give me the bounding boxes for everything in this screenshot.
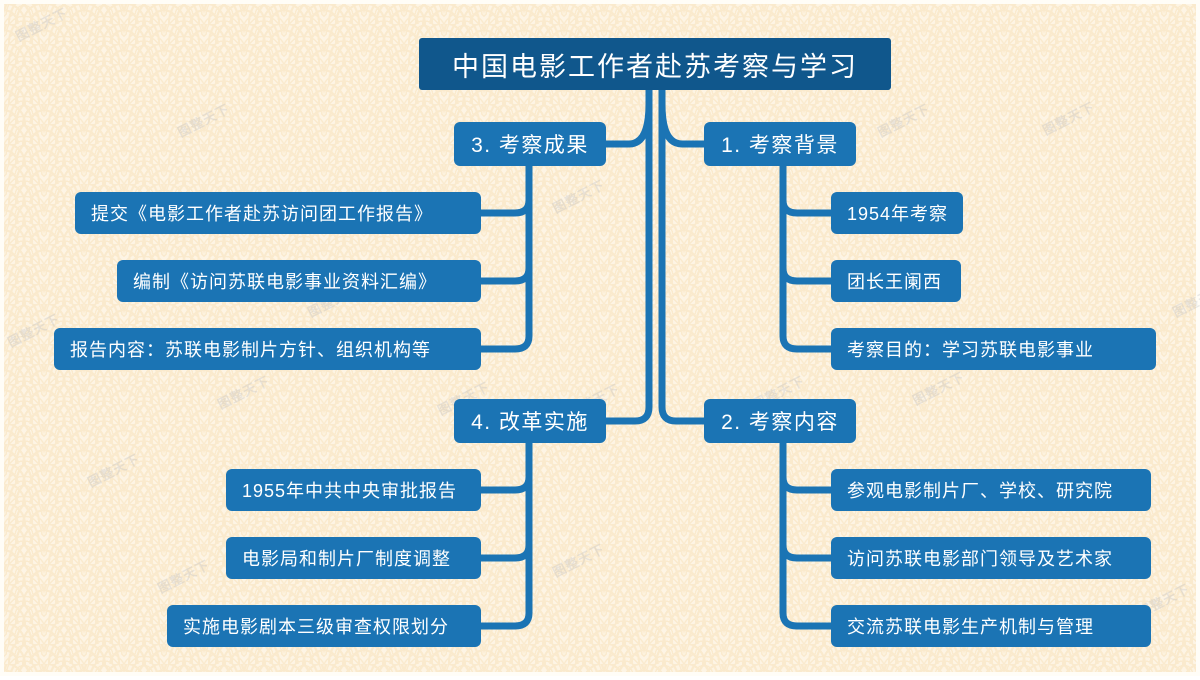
link-root-branch1 bbox=[658, 100, 708, 148]
link-b4-leaf1 bbox=[477, 473, 533, 494]
leaf-node-2-2-label: 访问苏联电影部门领导及艺术家 bbox=[847, 549, 1113, 569]
watermark-1: 图整天下 bbox=[13, 5, 71, 45]
leaf-node-4-1[interactable]: 1955年中共中央审批报告 bbox=[226, 469, 481, 511]
watermark-7: 图整天下 bbox=[875, 101, 933, 141]
spine-branch3 bbox=[477, 162, 533, 353]
branch-node-4[interactable]: 4. 改革实施 bbox=[454, 399, 606, 443]
leaf-node-4-3[interactable]: 实施电影剧本三级审查权限划分 bbox=[167, 605, 481, 647]
leaf-node-3-1-label: 提交《电影工作者赴苏访问团工作报告》 bbox=[91, 204, 433, 224]
link-root-branch3 bbox=[602, 100, 653, 148]
branch-node-2-label: 2. 考察内容 bbox=[721, 411, 839, 434]
leaf-node-4-1-label: 1955年中共中央审批报告 bbox=[242, 481, 458, 501]
link-b1-leaf1 bbox=[779, 196, 835, 217]
leaf-node-1-1[interactable]: 1954年考察 bbox=[831, 192, 963, 234]
leaf-node-4-3-label: 实施电影剧本三级审查权限划分 bbox=[183, 617, 449, 637]
watermark-13: 图整天下 bbox=[155, 557, 213, 597]
link-b1-leaf2 bbox=[779, 264, 835, 285]
trunk-left-lower bbox=[602, 86, 653, 425]
spine-branch1 bbox=[779, 162, 835, 353]
leaf-node-3-3[interactable]: 报告内容：苏联电影制片方针、组织机构等 bbox=[54, 328, 481, 370]
leaf-node-1-3-label: 考察目的：学习苏联电影事业 bbox=[847, 340, 1094, 360]
spine-branch2 bbox=[779, 439, 835, 630]
leaf-node-2-3-label: 交流苏联电影生产机制与管理 bbox=[847, 617, 1094, 637]
watermark-11: 图整天下 bbox=[215, 373, 273, 413]
leaf-node-3-3-label: 报告内容：苏联电影制片方针、组织机构等 bbox=[70, 340, 431, 360]
spine-branch4 bbox=[477, 439, 533, 630]
leaf-node-3-1[interactable]: 提交《电影工作者赴苏访问团工作报告》 bbox=[75, 192, 481, 234]
link-b4-leaf2 bbox=[477, 541, 533, 562]
leaf-node-1-2-label: 团长王阑西 bbox=[847, 272, 942, 292]
watermark-8: 图整天下 bbox=[1040, 99, 1098, 139]
leaf-node-3-2-label: 编制《访问苏联电影事业资料汇编》 bbox=[133, 272, 437, 292]
root-node-label: 中国电影工作者赴苏考察与学习 bbox=[452, 51, 858, 82]
leaf-node-2-1-label: 参观电影制片厂、学校、研究院 bbox=[847, 481, 1113, 501]
branch-node-1[interactable]: 1. 考察背景 bbox=[704, 122, 856, 166]
watermark-2: 图整天下 bbox=[175, 101, 233, 141]
link-b2-leaf1 bbox=[779, 473, 835, 494]
leaf-node-2-3[interactable]: 交流苏联电影生产机制与管理 bbox=[831, 605, 1151, 647]
branch-node-3-label: 3. 考察成果 bbox=[471, 134, 589, 157]
leaf-node-4-2[interactable]: 电影局和制片厂制度调整 bbox=[226, 537, 481, 579]
leaf-node-2-1[interactable]: 参观电影制片厂、学校、研究院 bbox=[831, 469, 1151, 511]
link-b3-leaf1 bbox=[477, 196, 533, 217]
leaf-node-2-2[interactable]: 访问苏联电影部门领导及艺术家 bbox=[831, 537, 1151, 579]
link-b2-leaf2 bbox=[779, 541, 835, 562]
watermark-3: 图整天下 bbox=[550, 177, 608, 217]
link-b3-leaf2 bbox=[477, 264, 533, 285]
branch-node-3[interactable]: 3. 考察成果 bbox=[454, 122, 606, 166]
watermark-17: 图整天下 bbox=[85, 451, 143, 491]
watermark-14: 图整天下 bbox=[550, 541, 608, 581]
root-node[interactable]: 中国电影工作者赴苏考察与学习 bbox=[419, 38, 891, 90]
leaf-node-4-2-label: 电影局和制片厂制度调整 bbox=[242, 549, 451, 569]
leaf-node-1-1-label: 1954年考察 bbox=[847, 204, 949, 224]
branch-node-4-label: 4. 改革实施 bbox=[471, 411, 589, 434]
watermark-16: 图整天下 bbox=[1170, 281, 1200, 321]
leaf-node-1-2[interactable]: 团长王阑西 bbox=[831, 260, 961, 302]
watermark-10: 图整天下 bbox=[910, 369, 968, 409]
leaf-node-3-2[interactable]: 编制《访问苏联电影事业资料汇编》 bbox=[117, 260, 481, 302]
leaf-node-1-3[interactable]: 考察目的：学习苏联电影事业 bbox=[831, 328, 1156, 370]
branch-node-1-label: 1. 考察背景 bbox=[721, 134, 839, 157]
trunk-right-lower bbox=[658, 86, 708, 425]
branch-node-2[interactable]: 2. 考察内容 bbox=[704, 399, 856, 443]
